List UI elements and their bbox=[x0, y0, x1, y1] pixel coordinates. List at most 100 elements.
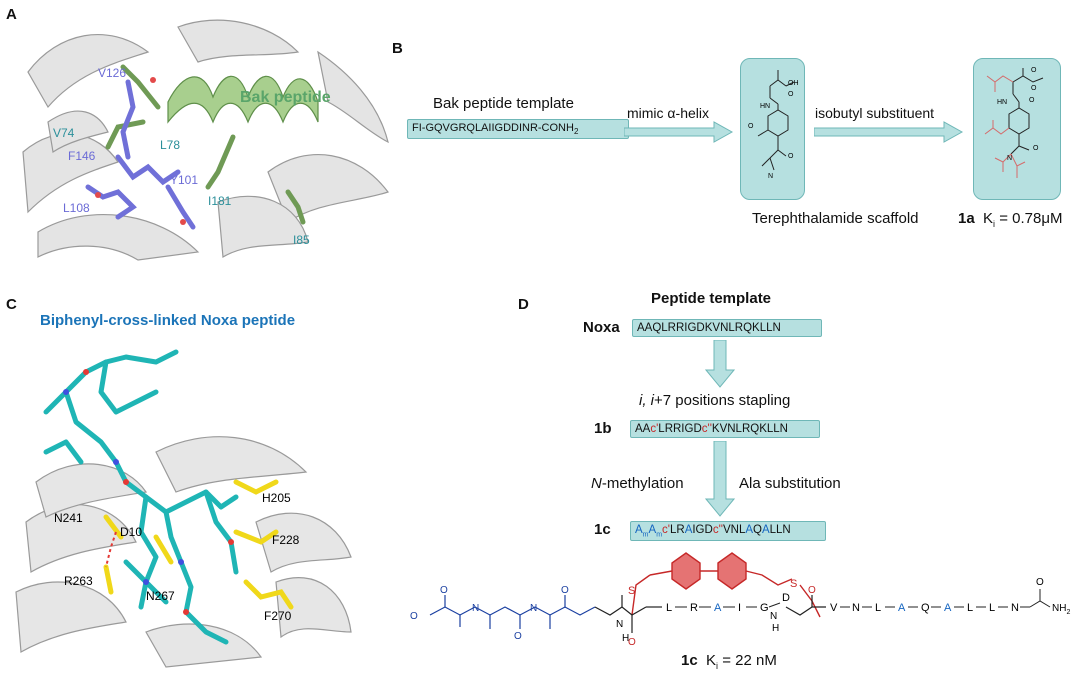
compound-1a-ki: 1a Ki = 0.78μM bbox=[958, 210, 1062, 229]
svg-text:N: N bbox=[768, 173, 773, 180]
compound-1a-id: 1a bbox=[958, 210, 975, 227]
noxa-label: Noxa bbox=[583, 319, 620, 336]
residue-label: F270 bbox=[264, 609, 292, 623]
staple-residue: c' bbox=[650, 423, 659, 435]
ki-sub: i bbox=[993, 219, 996, 229]
chain-residue: A bbox=[714, 602, 722, 614]
residue-label: D10 bbox=[120, 525, 142, 539]
ala-sub: A bbox=[745, 524, 754, 536]
methylation-rest: -methylation bbox=[601, 475, 684, 492]
template-sequence: FI-GQVGRQLAIIGDDINR-CONH bbox=[412, 122, 574, 134]
stapled-peptide-structure: S S O O N N O O N H O N H O L R A I G D … bbox=[410, 552, 1070, 648]
svg-text:O: O bbox=[561, 585, 569, 596]
final-ki-sub: i bbox=[716, 661, 719, 671]
svg-text:H: H bbox=[622, 633, 629, 644]
template-sub: 2 bbox=[573, 127, 579, 137]
bak-peptide-label: Bak peptide bbox=[240, 89, 331, 106]
ki-value: = 0.78μM bbox=[999, 210, 1063, 227]
svg-text:O: O bbox=[440, 585, 448, 596]
chain-residue: I bbox=[738, 602, 741, 614]
residue-label: L108 bbox=[63, 201, 90, 215]
seq-part: IGD bbox=[692, 524, 713, 536]
chain-residue: N bbox=[852, 602, 860, 614]
sequence-1b-box: AAc'LRRIGDc''KVNLRQKLLN bbox=[630, 420, 820, 438]
residue-label: V74 bbox=[53, 126, 75, 140]
noxa-sequence-box: AAQLRRIGDKVNLRQKLLN bbox=[632, 319, 822, 337]
residue-label: N241 bbox=[54, 511, 83, 525]
ala-sub: A bbox=[761, 524, 770, 536]
svg-text:S: S bbox=[628, 585, 635, 597]
svg-text:OH: OH bbox=[788, 80, 799, 87]
residue-label: V126 bbox=[98, 66, 126, 80]
staple-residue: c' bbox=[662, 524, 670, 536]
nh2-label: NH bbox=[1052, 603, 1066, 614]
panel-letter-a: A bbox=[6, 6, 17, 23]
arrow2-label: isobutyl substituent bbox=[815, 105, 935, 121]
svg-text:O: O bbox=[628, 637, 636, 648]
staple-residue: c'' bbox=[712, 524, 723, 536]
panel-letter-d: D bbox=[518, 296, 529, 313]
residue-label: L78 bbox=[160, 138, 180, 152]
svg-text:O: O bbox=[1031, 67, 1037, 74]
chain-residue: A bbox=[898, 602, 906, 614]
terephthalamide-scaffold-box bbox=[740, 58, 805, 200]
seq-part: AA bbox=[635, 423, 651, 435]
seq-part: LLN bbox=[769, 524, 791, 536]
svg-text:O: O bbox=[1033, 145, 1039, 152]
chain-residue: A bbox=[944, 602, 952, 614]
panel-letter-c: C bbox=[6, 296, 17, 313]
bak-template-sequence-box: FI-GQVGRQLAIIGDDINR-CONH2 bbox=[407, 119, 629, 140]
scaffold-label: Terephthalamide scaffold bbox=[752, 210, 919, 227]
svg-text:N: N bbox=[616, 619, 623, 630]
final-ki-label: K bbox=[706, 652, 717, 669]
svg-text:N: N bbox=[530, 603, 537, 614]
svg-text:S: S bbox=[790, 578, 797, 590]
svg-text:O: O bbox=[1029, 97, 1035, 104]
stapling-rest: +7 positions stapling bbox=[654, 392, 791, 409]
svg-text:O: O bbox=[788, 153, 794, 160]
chain-residue: L bbox=[875, 602, 881, 614]
seq-part: KVNLRQKLLN bbox=[711, 423, 788, 435]
svg-text:H: H bbox=[772, 623, 779, 634]
ki-label: K bbox=[983, 210, 994, 227]
ala-sub: A bbox=[684, 524, 693, 536]
arrow-down-icon bbox=[705, 441, 735, 517]
chain-residue: N bbox=[1011, 602, 1019, 614]
seq-part: LRRIGD bbox=[658, 423, 702, 435]
template-label: Bak peptide template bbox=[433, 95, 574, 112]
chain-residue: R bbox=[690, 602, 698, 614]
chain-residue: L bbox=[666, 602, 672, 614]
svg-text:O: O bbox=[514, 631, 522, 642]
nh2-sub: 2 bbox=[1066, 609, 1070, 616]
svg-text:N: N bbox=[770, 611, 777, 622]
staple-residue: c'' bbox=[701, 423, 712, 435]
seq-part: VNL bbox=[722, 524, 746, 536]
residue-label: I181 bbox=[208, 194, 232, 208]
n-methyl-ala: A bbox=[648, 524, 657, 536]
panel-c-title: Biphenyl-cross-linked Noxa peptide bbox=[40, 312, 296, 329]
residue-label: F146 bbox=[68, 149, 96, 163]
ala-substitution-label: Ala substitution bbox=[739, 475, 841, 492]
chain-residue: L bbox=[967, 602, 973, 614]
seq-part: LR bbox=[669, 524, 685, 536]
svg-text:HN: HN bbox=[760, 103, 770, 110]
chain-residue: G bbox=[760, 602, 769, 614]
arrow-down-icon bbox=[705, 340, 735, 388]
methylation-italic: N bbox=[591, 475, 602, 492]
panel-letter-b: B bbox=[392, 40, 403, 57]
residue-label: R263 bbox=[64, 574, 93, 588]
n-methyl-ala: A bbox=[635, 524, 643, 536]
svg-text:O: O bbox=[1036, 577, 1044, 588]
svg-text:N: N bbox=[472, 603, 479, 614]
compound-1a-structure: OO OHN ON bbox=[984, 67, 1044, 178]
chain-residue: Q bbox=[921, 602, 930, 614]
compound-1b-label: 1b bbox=[594, 420, 612, 437]
residue-label: Y101 bbox=[170, 173, 198, 187]
methyl-sub: m bbox=[642, 531, 649, 539]
peptide-template-heading: Peptide template bbox=[651, 290, 772, 307]
chain-residue: V bbox=[830, 602, 838, 614]
svg-text:O: O bbox=[1031, 85, 1037, 92]
seq-part: Q bbox=[753, 524, 762, 536]
chain-residue: L bbox=[989, 602, 995, 614]
stapling-italic: i, i bbox=[639, 392, 654, 409]
